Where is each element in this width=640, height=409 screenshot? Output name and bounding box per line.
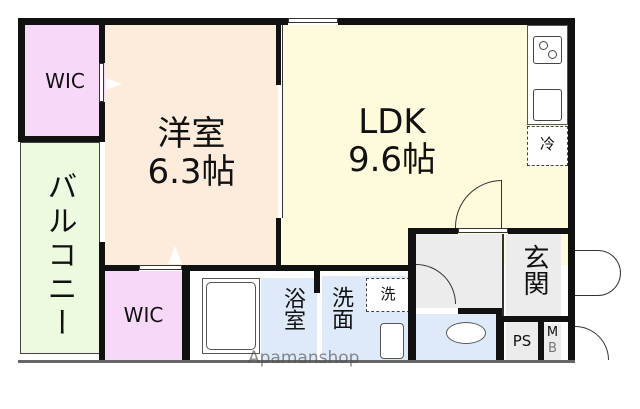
room-wic-top: WIC bbox=[25, 25, 105, 138]
wall bbox=[18, 136, 105, 142]
room-washroom: 洗面 洗 bbox=[322, 276, 410, 360]
window bbox=[458, 228, 508, 233]
wall bbox=[458, 308, 504, 314]
sink-basin-icon bbox=[380, 323, 404, 359]
wall bbox=[182, 265, 412, 271]
bathtub-icon bbox=[202, 278, 260, 354]
sink-icon bbox=[533, 89, 562, 121]
window bbox=[139, 265, 182, 270]
room-label: PS bbox=[512, 332, 532, 350]
room-label: 洗面 bbox=[328, 286, 353, 330]
wall bbox=[314, 271, 320, 293]
wall bbox=[99, 242, 105, 360]
floor-plan: WIC 洋室 6.3帖 LDK 9.6帖 冷 バルコニー WIC 浴室 bbox=[18, 18, 621, 370]
room-label: バルコニー bbox=[41, 171, 77, 341]
wall bbox=[496, 308, 504, 360]
wall bbox=[99, 18, 105, 63]
door-entrance[interactable] bbox=[575, 250, 621, 296]
wall bbox=[18, 18, 25, 142]
room-western: 洋室 6.3帖 bbox=[105, 25, 278, 265]
window bbox=[99, 63, 104, 102]
wall bbox=[18, 360, 575, 363]
room-label: WIC bbox=[45, 69, 85, 93]
room-entrance: 玄関 bbox=[506, 234, 561, 316]
watermark: Apamanshop bbox=[248, 348, 360, 368]
wall bbox=[276, 25, 281, 85]
washer-space: 洗 bbox=[366, 278, 410, 312]
fridge-label: 冷 bbox=[539, 135, 555, 153]
wall bbox=[502, 316, 568, 322]
room-area: 9.6帖 bbox=[347, 140, 437, 180]
room-area: 6.3帖 bbox=[147, 152, 236, 192]
room-label: 玄関 bbox=[519, 244, 549, 296]
washer-label: 洗 bbox=[380, 285, 396, 303]
wall bbox=[538, 322, 544, 360]
room-bathroom: 浴室 bbox=[190, 271, 318, 360]
window bbox=[288, 18, 338, 23]
wall bbox=[568, 18, 575, 360]
wall bbox=[408, 228, 416, 360]
room-label: B bbox=[548, 341, 557, 356]
kitchen-counter bbox=[527, 25, 568, 125]
room-balcony: バルコニー bbox=[20, 142, 100, 354]
wall bbox=[338, 18, 575, 25]
wall bbox=[182, 265, 190, 360]
toilet-icon bbox=[446, 322, 486, 344]
door-marker-icon bbox=[106, 78, 122, 90]
room-ldk: LDK 9.6帖 bbox=[282, 25, 568, 265]
wall bbox=[99, 102, 105, 142]
room-label: LDK bbox=[358, 102, 426, 142]
wall bbox=[18, 18, 288, 25]
wall bbox=[276, 218, 281, 270]
partition bbox=[282, 25, 283, 218]
room-label: WIC bbox=[123, 303, 164, 327]
fridge-space: 冷 bbox=[527, 126, 568, 166]
door-mb[interactable] bbox=[575, 326, 609, 360]
room-wic-bottom: WIC bbox=[105, 271, 182, 360]
room-label: 洋室 bbox=[157, 114, 226, 154]
room-ps: PS bbox=[506, 322, 538, 360]
door-marker-icon bbox=[168, 246, 182, 264]
partition bbox=[502, 234, 504, 316]
room-mb: M B bbox=[544, 324, 561, 360]
stove-icon bbox=[533, 36, 562, 64]
room-toilet bbox=[416, 314, 496, 360]
wall bbox=[408, 228, 458, 234]
room-label: 浴室 bbox=[280, 287, 305, 331]
room-label: M bbox=[546, 325, 559, 340]
wall bbox=[508, 228, 575, 234]
wall bbox=[99, 265, 139, 271]
